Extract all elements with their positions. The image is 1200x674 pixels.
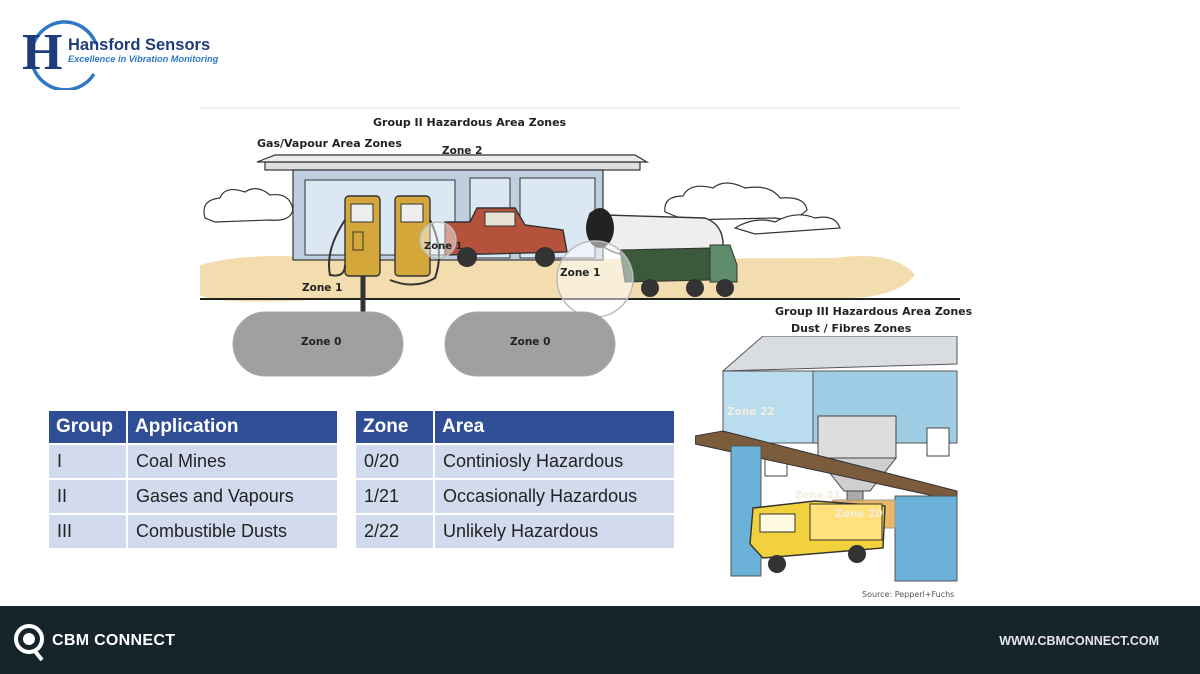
zone0-left-label: Zone 0 bbox=[301, 336, 342, 348]
table-cell: Combustible Dusts bbox=[128, 515, 337, 548]
table-cell: Coal Mines bbox=[128, 445, 337, 478]
zone1-label: Zone 1 bbox=[302, 282, 343, 294]
table-cell: I bbox=[49, 445, 126, 478]
zone1-tanker-label: Zone 1 bbox=[560, 267, 601, 279]
table-header-row: Group Application bbox=[49, 411, 337, 443]
table-header-row: Zone Area bbox=[356, 411, 674, 443]
footer-url[interactable]: WWW.CBMCONNECT.COM bbox=[999, 634, 1159, 648]
table-row: 1/21 Occasionally Hazardous bbox=[356, 480, 674, 513]
dust-zones-diagram bbox=[695, 336, 958, 582]
group2-title: Group II Hazardous Area Zones bbox=[373, 116, 567, 129]
table-header-zone: Zone bbox=[356, 411, 433, 443]
table-cell: II bbox=[49, 480, 126, 513]
zone20-label: Zone 20 bbox=[835, 508, 883, 520]
table-row: 2/22 Unlikely Hazardous bbox=[356, 515, 674, 548]
cbm-q-icon bbox=[14, 624, 44, 662]
table-cell: Occasionally Hazardous bbox=[435, 480, 674, 513]
pickup-truck-icon bbox=[444, 207, 568, 267]
company-logo: H bbox=[22, 14, 237, 90]
tanker-truck-icon bbox=[586, 208, 738, 297]
table-row: I Coal Mines bbox=[49, 445, 337, 478]
fuel-pump-icon bbox=[389, 195, 440, 286]
zone-table: Zone Area 0/20 Continiosly Hazardous 1/2… bbox=[354, 409, 676, 550]
zone2-label: Zone 2 bbox=[442, 145, 483, 157]
dump-truck-icon bbox=[749, 500, 886, 573]
logo-letter: H bbox=[22, 24, 62, 81]
group3-title: Group III Hazardous Area Zones bbox=[775, 305, 973, 318]
cloud-icon bbox=[203, 188, 294, 223]
table-cell: 2/22 bbox=[356, 515, 433, 548]
hansford-logo-icon: H bbox=[22, 20, 98, 90]
table-cell: 1/21 bbox=[356, 480, 433, 513]
dust-heading: Dust / Fibres Zones bbox=[791, 322, 912, 335]
table-cell: 0/20 bbox=[356, 445, 433, 478]
gas-vapour-heading: Gas/Vapour Area Zones bbox=[257, 137, 402, 150]
table-row: III Combustible Dusts bbox=[49, 515, 337, 548]
table-header-group: Group bbox=[49, 411, 126, 443]
zone21-label: Zone 21 bbox=[795, 490, 841, 501]
footer-bar bbox=[0, 606, 1200, 674]
table-row: II Gases and Vapours bbox=[49, 480, 337, 513]
zone1-pump-circle bbox=[419, 221, 457, 259]
underground-tank-right bbox=[444, 311, 616, 377]
table-cell: Gases and Vapours bbox=[128, 480, 337, 513]
table-row: 0/20 Continiosly Hazardous bbox=[356, 445, 674, 478]
zone1-pump-label: Zone 1 bbox=[424, 241, 463, 252]
gas-zones-diagram bbox=[200, 107, 960, 377]
table-cell: Continiosly Hazardous bbox=[435, 445, 674, 478]
underground-tank-left bbox=[232, 311, 404, 377]
zone0-right-label: Zone 0 bbox=[510, 336, 551, 348]
footer-brand: CBM CONNECT bbox=[52, 632, 176, 649]
zone1-tanker-circle bbox=[556, 240, 634, 318]
source-note: Source: Pepperl+Fuchs bbox=[862, 590, 955, 599]
zone22-label: Zone 22 bbox=[727, 406, 775, 418]
table-header-application: Application bbox=[128, 411, 337, 443]
table-header-area: Area bbox=[435, 411, 674, 443]
group-table: Group Application I Coal Mines II Gases … bbox=[47, 409, 339, 550]
cloud-icon bbox=[664, 182, 841, 235]
company-tagline: Excellence in Vibration Monitoring bbox=[68, 54, 219, 64]
table-cell: Unlikely Hazardous bbox=[435, 515, 674, 548]
company-name: Hansford Sensors bbox=[68, 36, 211, 54]
table-cell: III bbox=[49, 515, 126, 548]
